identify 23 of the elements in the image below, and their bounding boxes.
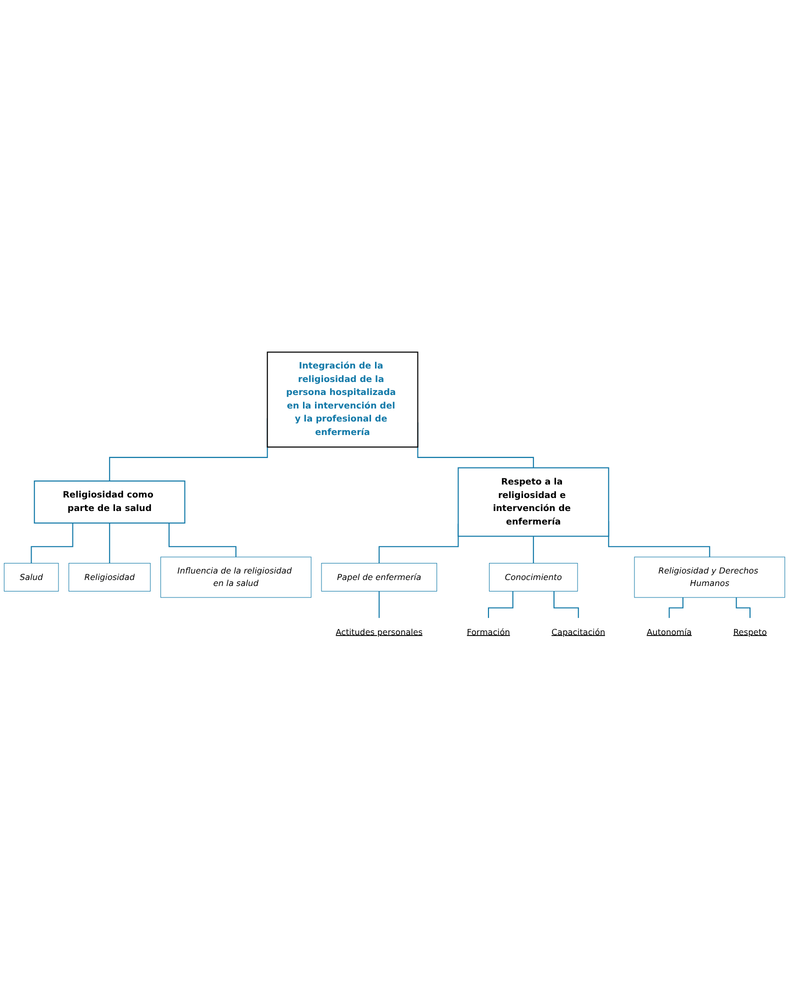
connector — [378, 591, 380, 619]
node-box: Religiosidad y Derechos Humanos — [634, 556, 786, 598]
node-box: Influencia de la religiosidad en la salud — [160, 556, 312, 598]
connector — [488, 591, 514, 619]
connector — [553, 591, 579, 619]
node-box: Integración de la religiosidad de la persona hospitalizada en la intervención del y la profesional de enfermería — [266, 351, 418, 448]
connector — [30, 522, 74, 564]
connector — [109, 522, 110, 564]
node-box: Salud — [4, 562, 59, 592]
connector — [668, 597, 684, 619]
connector — [736, 597, 751, 619]
node-text: Respeto — [733, 626, 767, 637]
node-box: Conocimiento — [489, 562, 578, 592]
node-box: Religiosidad — [68, 562, 151, 592]
connector — [532, 536, 534, 564]
node-text: Formación — [466, 626, 510, 637]
node-text: Capacitación — [552, 626, 606, 637]
connector — [168, 522, 236, 558]
node-text: Autonomía — [646, 626, 692, 637]
node-box: Papel de enfermería — [321, 562, 438, 592]
node-text: Actitudes personales — [336, 626, 423, 637]
node-box: Respeto a la religiosidad e intervención de enfermería — [458, 467, 610, 537]
node-box: Religiosidad como parte de la salud — [34, 480, 186, 524]
